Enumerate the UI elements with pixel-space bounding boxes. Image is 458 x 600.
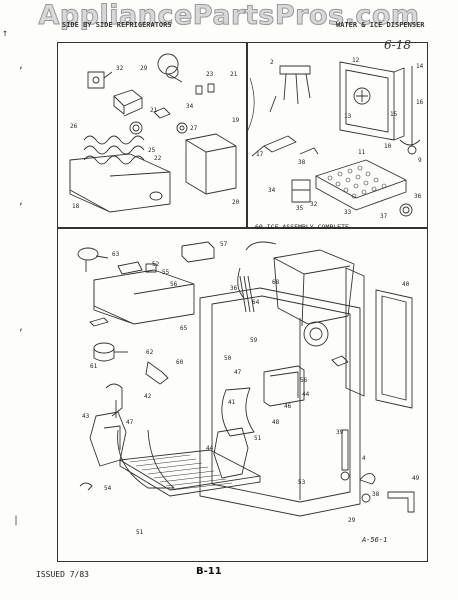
callout-label: 34 — [268, 187, 276, 194]
panel-ice-maker-parts — [57, 42, 248, 229]
callout-label: 14 — [416, 63, 424, 70]
assembly-caption: 60 ICE ASSEMBLY COMPLETE — [255, 223, 349, 231]
callout-label: 60 — [176, 359, 184, 366]
callout-label: 37 — [380, 213, 388, 220]
callout-label: 50 — [224, 355, 232, 362]
callout-label: 63 — [112, 251, 120, 258]
page-number: B-11 — [196, 566, 222, 577]
callout-label: 53 — [298, 479, 306, 486]
callout-label: 56 — [300, 377, 308, 384]
margin-mark: ↑ — [2, 28, 9, 39]
callout-label: 51 — [254, 435, 262, 442]
callout-label: 20 — [232, 199, 240, 206]
callout-label: 55 — [162, 269, 170, 276]
callout-label: 13 — [344, 113, 352, 120]
issue-date: ISSUED 7/83 — [36, 570, 89, 579]
callout-label: 36 — [230, 285, 238, 292]
callout-label: 32 — [116, 65, 124, 72]
drawing-reference: A-56-1 — [362, 536, 388, 544]
handwritten-note: 6-18 — [384, 38, 411, 52]
margin-mark: | — [13, 515, 20, 526]
callout-label: 43 — [82, 413, 90, 420]
callout-label: 48 — [272, 419, 280, 426]
callout-label: 26 — [70, 123, 78, 130]
callout-label: 52 — [152, 261, 160, 268]
callout-label: 56 — [170, 281, 178, 288]
callout-label: 44 — [302, 391, 310, 398]
callout-label: 40 — [402, 281, 410, 288]
callout-label: 35 — [296, 205, 304, 212]
callout-label: 33 — [344, 209, 352, 216]
callout-label: 34 — [186, 103, 194, 110]
callout-label: 17 — [256, 151, 264, 158]
callout-label: 4 — [362, 455, 366, 462]
header-right-title: WATER & ICE DISPENSER — [336, 21, 425, 29]
panel-dispenser-assembly — [57, 227, 428, 562]
margin-mark: ‚ — [18, 60, 25, 71]
callout-label: 12 — [352, 57, 360, 64]
callout-label: 68 — [272, 279, 280, 286]
callout-label: 49 — [412, 475, 420, 482]
callout-label: 2 — [270, 59, 274, 66]
callout-label: 27 — [190, 125, 198, 132]
callout-label: 23 — [206, 71, 214, 78]
callout-label: 39 — [336, 429, 344, 436]
callout-label: 64 — [252, 299, 260, 306]
callout-label: 54 — [104, 485, 112, 492]
callout-label: 44 — [206, 445, 214, 452]
callout-label: 46 — [284, 403, 292, 410]
callout-label: 57 — [220, 241, 228, 248]
margin-mark: ‚ — [18, 196, 25, 207]
callout-label: 61 — [90, 363, 98, 370]
margin-mark: ‚ — [18, 322, 25, 333]
header-left-title: SIDE BY SIDE REFRIGERATORS — [62, 21, 172, 29]
watermark: AppliancePartsPros.com — [38, 0, 420, 32]
callout-label: 10 — [384, 143, 392, 150]
callout-label: 51 — [136, 529, 144, 536]
callout-label: 42 — [144, 393, 152, 400]
callout-label: 32 — [310, 201, 318, 208]
callout-label: 21 — [230, 71, 238, 78]
callout-label: 9 — [418, 157, 422, 164]
callout-label: 25 — [148, 147, 156, 154]
callout-label: 19 — [232, 117, 240, 124]
callout-label: 65 — [180, 325, 188, 332]
callout-label: 38 — [298, 159, 306, 166]
callout-label: 21 — [150, 107, 158, 114]
callout-label: 36 — [414, 193, 422, 200]
callout-label: 47 — [126, 419, 134, 426]
callout-label: 11 — [358, 149, 366, 156]
panel-ice-assembly-complete — [246, 42, 428, 229]
callout-label: 15 — [390, 111, 398, 118]
callout-label: 29 — [140, 65, 148, 72]
callout-label: 16 — [416, 99, 424, 106]
callout-label: 22 — [154, 155, 162, 162]
callout-label: 41 — [228, 399, 236, 406]
callout-label: 18 — [72, 203, 80, 210]
callout-label: 29 — [348, 517, 356, 524]
callout-label: 47 — [234, 369, 242, 376]
callout-label: 62 — [146, 349, 154, 356]
callout-label: 38 — [372, 491, 380, 498]
callout-label: 59 — [250, 337, 258, 344]
